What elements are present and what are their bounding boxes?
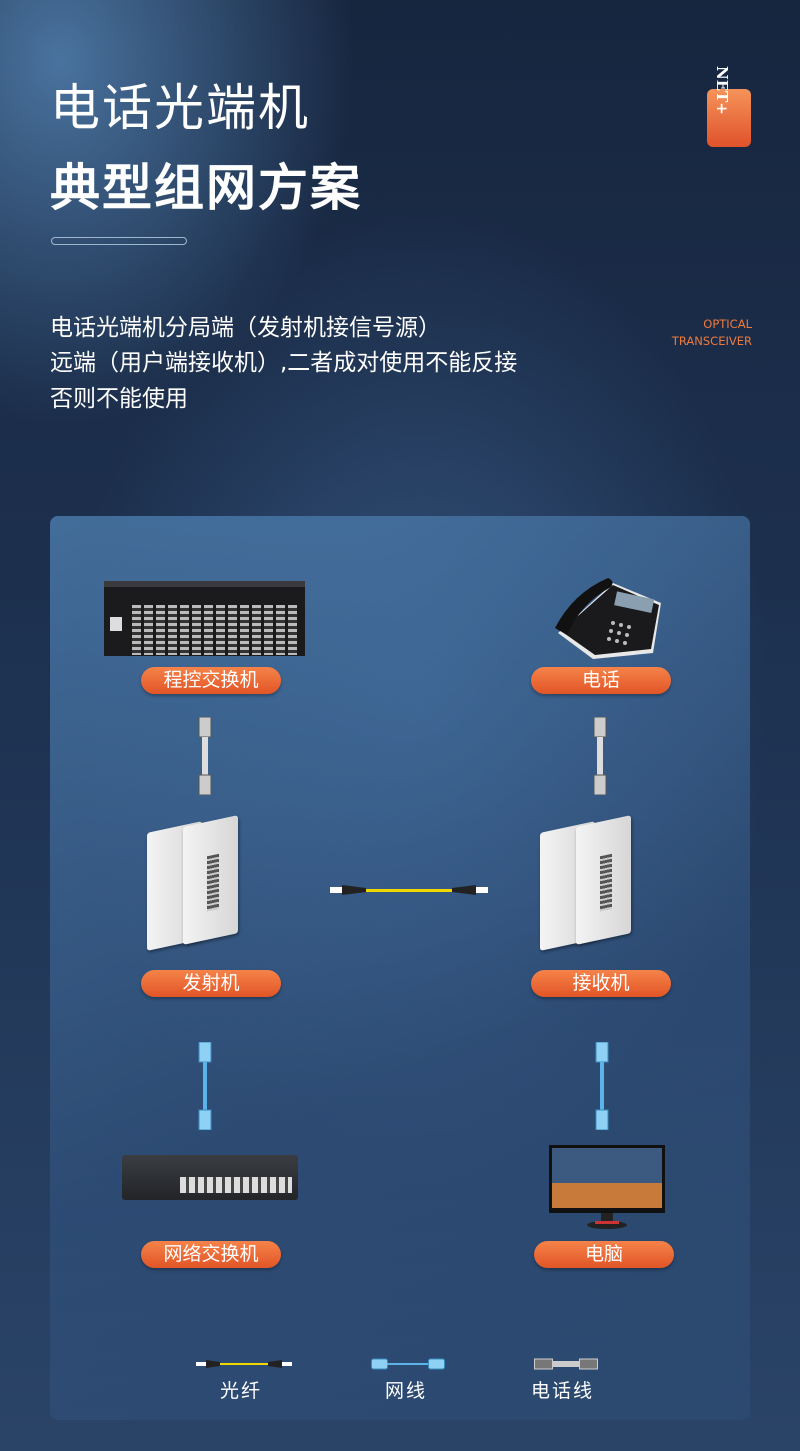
page-title-line1: 电话光端机	[50, 79, 310, 137]
legend-phone-cable-icon	[534, 1358, 598, 1370]
page-title-line2: 典型组网方案	[50, 159, 362, 217]
fiber-cable-icon	[330, 885, 488, 895]
legend-fiber-label: 光纤	[220, 1380, 263, 1402]
phone-cable-icon	[593, 717, 607, 795]
receiver-label: 接收机	[531, 970, 671, 997]
tagline-line2: TRANSCEIVER	[671, 334, 752, 348]
phone-label: 电话	[531, 667, 671, 694]
transmitter-label: 发射机	[141, 970, 281, 997]
receiver-device-image	[538, 815, 638, 951]
legend-fiber-icon	[196, 1360, 292, 1368]
brand-logo-text: NET+	[713, 66, 731, 115]
network-switch-image	[122, 1155, 298, 1200]
tagline-line1: OPTICAL	[703, 317, 752, 331]
brand-logo	[707, 89, 751, 147]
ethernet-cable-icon	[595, 1042, 609, 1130]
transmitter-device-image	[145, 815, 245, 951]
switch-label: 网络交换机	[141, 1241, 281, 1268]
legend-phone-cable-label: 电话线	[531, 1380, 595, 1402]
title-divider	[51, 237, 187, 245]
description-line: 远端（用户端接收机）,二者成对使用不能反接	[50, 350, 518, 376]
ethernet-cable-icon	[198, 1042, 212, 1130]
telephone-icon	[555, 578, 661, 659]
pbx-device-image	[104, 581, 305, 656]
description-line: 否则不能使用	[50, 386, 188, 412]
computer-label: 电脑	[534, 1241, 674, 1268]
phone-cable-icon	[198, 717, 212, 795]
diagram-panel	[50, 516, 750, 1420]
description-line: 电话光端机分局端（发射机接信号源）	[50, 315, 441, 341]
legend-ethernet-icon	[371, 1358, 445, 1370]
computer-monitor-icon	[549, 1145, 665, 1229]
legend-ethernet-label: 网线	[385, 1380, 428, 1402]
pbx-label: 程控交换机	[141, 667, 281, 694]
